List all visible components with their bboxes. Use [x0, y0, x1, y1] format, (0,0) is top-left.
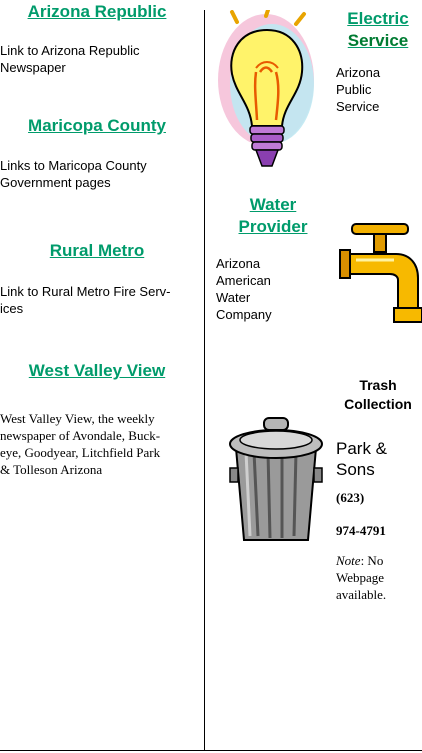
west-valley-view-desc: West Valley View, the weekly newspaper o… [0, 410, 200, 478]
desc-line: newspaper of Avondale, Buck- [0, 428, 161, 443]
desc-line: Service [336, 99, 380, 114]
electric-title-line-2[interactable]: Service [347, 31, 409, 50]
electric-service-link[interactable]: Electric Service [326, 8, 422, 52]
desc-line: eye, Goodyear, Litchfield Park [0, 445, 161, 460]
rural-metro-link[interactable]: Rural Metro [49, 241, 145, 260]
company-line-1: Park & [336, 439, 388, 458]
water-provider-link[interactable]: Water Provider [222, 194, 324, 238]
desc-line: Water [216, 290, 251, 305]
light-bulb-icon [218, 10, 314, 167]
note-line-3: available. [336, 587, 387, 602]
rural-metro-desc: Link to Rural Metro Fire Serv- ices [0, 283, 200, 317]
desc-line: American [216, 273, 271, 288]
trash-title-line-1: Trash [359, 377, 397, 393]
desc-line: Arizona [336, 65, 381, 80]
desc-line: Arizona [216, 256, 261, 271]
maricopa-county-link[interactable]: Maricopa County [28, 116, 166, 135]
desc-line: & Tolleson Arizona [0, 462, 103, 477]
water-title-line-2[interactable]: Provider [238, 217, 308, 236]
trash-note: Note: No Webpage available. [336, 552, 422, 603]
column-divider [204, 10, 205, 751]
electric-desc: Arizona Public Service [336, 64, 416, 115]
desc-line: ices [0, 301, 24, 316]
trash-phone-number: 974-4791 [336, 523, 386, 538]
desc-line: Links to Maricopa County [0, 158, 147, 173]
desc-line: Company [216, 307, 272, 322]
arizona-republic-link[interactable]: Arizona Republic [27, 2, 167, 21]
trash-title-line-2: Collection [344, 396, 412, 412]
electric-title-line-1[interactable]: Electric [347, 9, 409, 28]
trash-company: Park & Sons [336, 438, 422, 480]
company-line-2: Sons [336, 460, 375, 479]
note-line-2: Webpage [336, 570, 385, 585]
desc-line: West Valley View, the weekly [0, 411, 155, 426]
faucet-icon [339, 223, 422, 323]
note-line-1: Note: No [336, 552, 422, 569]
trash-collection-heading: Trash Collection [326, 376, 422, 414]
note-label: Note [336, 553, 361, 568]
desc-line: Public [336, 82, 372, 97]
west-valley-view-link[interactable]: West Valley View [28, 361, 166, 380]
trash-can-icon [229, 417, 323, 541]
bottom-divider [0, 750, 422, 751]
desc-line: Link to Rural Metro Fire Serv- [0, 284, 171, 299]
trash-phone-area: (623) [336, 490, 365, 505]
arizona-republic-desc: Link to Arizona Republic Newspaper [0, 42, 200, 76]
desc-line: Government pages [0, 175, 111, 190]
desc-line: Newspaper [0, 60, 66, 75]
water-title-line-1[interactable]: Water [249, 195, 297, 214]
water-desc: Arizona American Water Company [216, 255, 316, 323]
desc-line: Link to Arizona Republic [0, 43, 140, 58]
note-text: : No [360, 553, 384, 568]
maricopa-county-desc: Links to Maricopa County Government page… [0, 157, 200, 191]
